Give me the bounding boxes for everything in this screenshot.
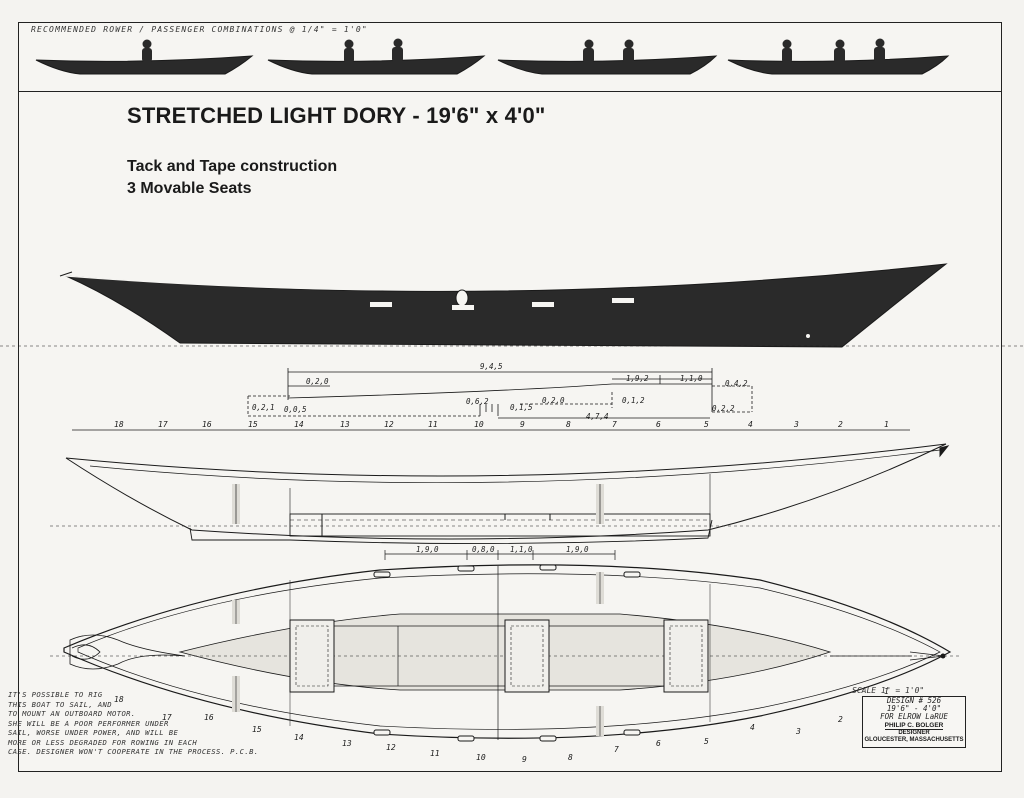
- station-lower-12: 12: [386, 743, 396, 752]
- station-lower-18: 18: [114, 695, 124, 704]
- station-lower-13: 13: [342, 739, 352, 748]
- dim-d12: 0,2,2: [712, 404, 735, 413]
- dim-d9: 0,1,2: [622, 396, 645, 405]
- station-lower-17: 17: [162, 713, 172, 722]
- station-upper-11: 11: [428, 420, 438, 429]
- design-number: DESIGN # 526: [886, 696, 942, 705]
- dim-d2: 1,9,2: [626, 374, 649, 383]
- seat-spacing-dims: [384, 550, 616, 560]
- dim-d8: 0,2,0: [542, 396, 565, 405]
- station-lower-10: 10: [476, 753, 486, 762]
- station-upper-7: 7: [612, 420, 617, 429]
- station-upper-10: 10: [474, 420, 484, 429]
- station-upper-16: 16: [202, 420, 212, 429]
- note-line: THIS BOAT TO SAIL, AND: [8, 699, 112, 709]
- station-upper-6: 6: [656, 420, 661, 429]
- scale-label: SCALE 1" = 1'0": [852, 686, 925, 695]
- dim-d1: 0,2,0: [306, 377, 329, 386]
- station-upper-15: 15: [248, 420, 258, 429]
- note-line: IT'S POSSIBLE TO RIG: [8, 690, 103, 699]
- station-lower-5: 5: [704, 737, 709, 746]
- combinations-strip: RECOMMENDED ROWER / PASSENGER COMBINATIO…: [19, 23, 1001, 92]
- hull-profile: [0, 261, 1024, 348]
- station-upper-4: 4: [748, 420, 753, 429]
- combinations-caption: RECOMMENDED ROWER / PASSENGER COMBINATIO…: [31, 25, 368, 34]
- client-name: FOR ELROW LaRUE: [880, 712, 948, 721]
- design-size: 19'6" - 4'0": [886, 704, 942, 713]
- station-upper-17: 17: [158, 420, 168, 429]
- station-lower-14: 14: [294, 733, 304, 742]
- seats-note: 3 Movable Seats: [127, 180, 252, 197]
- station-lower-2: 2: [838, 715, 843, 724]
- title-block: DESIGN # 526 19'6" - 4'0" FOR ELROW LaRU…: [862, 696, 966, 748]
- station-numbers-upper: 18 17 16 15 14 13 12 11 10 9 8 7 6 5 4 3 2 1: [114, 420, 889, 429]
- note-line: SAIL, WORSE UNDER POWER, AND WILL BE: [8, 728, 179, 737]
- dim-overall: 9,4,5: [480, 362, 503, 371]
- designer-role: DESIGNER: [898, 730, 930, 736]
- station-lower-1: 1: [884, 687, 889, 696]
- construction-note: Tack and Tape construction: [127, 158, 338, 175]
- plan-view: [50, 564, 960, 742]
- station-lower-7: 7: [614, 745, 619, 754]
- seat-spacing-3: 1,1,0: [510, 545, 533, 554]
- note-line: TO MOUNT AN OUTBOARD MOTOR.: [8, 709, 136, 718]
- station-upper-14: 14: [294, 420, 304, 429]
- station-upper-5: 5: [704, 420, 709, 429]
- station-lower-3: 3: [795, 727, 801, 736]
- combo-boat-4: [727, 38, 950, 75]
- station-upper-13: 13: [340, 420, 350, 429]
- station-lower-4: 4: [750, 723, 755, 732]
- station-lower-11: 11: [430, 749, 440, 758]
- station-lower-8: 8: [568, 753, 573, 762]
- station-upper-2: 2: [838, 420, 843, 429]
- dimension-diagram: [247, 368, 753, 419]
- side-elevation: [50, 443, 1000, 545]
- dim-d11: 4,7,4: [586, 412, 609, 421]
- station-upper-12: 12: [384, 420, 394, 429]
- designer-name: PHILIP C. BOLGER: [884, 722, 944, 730]
- combo-boat-2: [267, 38, 486, 75]
- designer-note: IT'S POSSIBLE TO RIG THIS BOAT TO SAIL, …: [8, 690, 308, 757]
- combo-boat-3: [497, 39, 718, 75]
- station-upper-18: 18: [114, 420, 124, 429]
- dim-d4: 0,4,2: [725, 379, 748, 388]
- designer-location: GLOUCESTER, MASSACHUSETTS: [864, 737, 964, 743]
- seat-spacing-4: 1,9,0: [566, 545, 589, 554]
- station-upper-9: 9: [520, 420, 525, 429]
- seat-spacing-1: 1,9,0: [416, 545, 439, 554]
- station-upper-8: 8: [566, 420, 571, 429]
- station-numbers-lower: 18 17 16 15 14 13 12 11 10 9 8 7 6 5 4 3 2 1: [114, 687, 889, 764]
- dim-d5: 0,2,1: [252, 403, 275, 412]
- dim-d10: 0,1,5: [510, 403, 533, 412]
- drawing-title: STRETCHED LIGHT DORY - 19'6" x 4'0": [127, 103, 546, 128]
- seat-spacing-2: 0,8,0: [472, 545, 495, 554]
- dim-d3: 1,1,0: [680, 374, 703, 383]
- note-line: CASE. DESIGNER WON'T COOPERATE IN THE PR…: [8, 747, 259, 756]
- dim-d6: 0,0,5: [284, 405, 307, 414]
- station-lower-9: 9: [522, 755, 527, 764]
- note-line: SHE WILL BE A POOR PERFORMER UNDER: [8, 718, 169, 728]
- station-upper-1: 1: [884, 420, 889, 429]
- station-lower-15: 15: [252, 725, 262, 734]
- dim-d7: 0,6,2: [466, 397, 489, 406]
- station-lower-6: 6: [656, 739, 661, 748]
- note-line: MORE OR LESS DEGRADED FOR ROWING IN EACH: [8, 737, 198, 747]
- station-lower-16: 16: [204, 713, 214, 722]
- station-upper-3: 3: [793, 420, 799, 429]
- combo-boat-1: [35, 39, 254, 75]
